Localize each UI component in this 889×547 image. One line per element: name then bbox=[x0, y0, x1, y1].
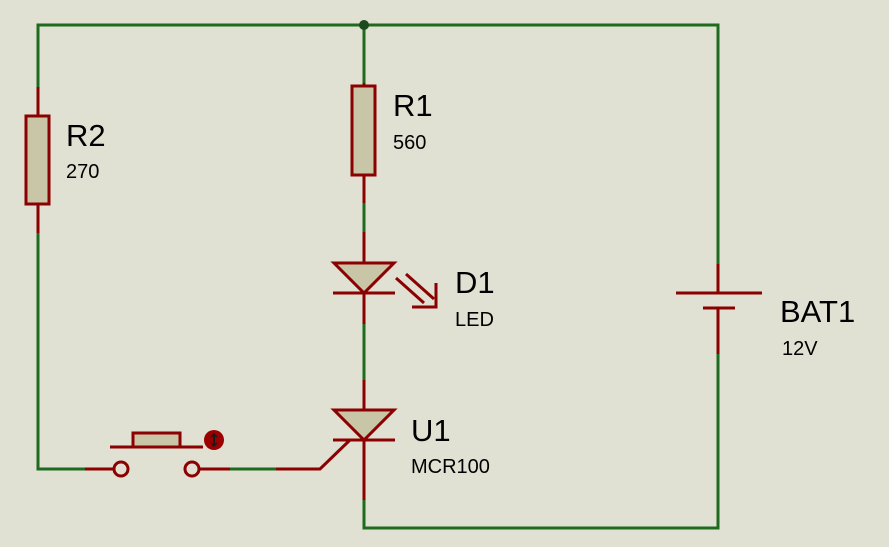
button-actuate-icon[interactable] bbox=[204, 430, 224, 450]
battery-bat1[interactable]: BAT1 12V bbox=[676, 264, 855, 360]
d1-ref-label: D1 bbox=[455, 265, 495, 300]
junction-dot bbox=[359, 20, 369, 30]
wire-r2-button bbox=[36, 231, 87, 471]
bat1-value-label: 12V bbox=[782, 338, 818, 360]
resistor-r1[interactable]: R1 560 bbox=[350, 83, 433, 203]
led-d1[interactable]: D1 LED bbox=[330, 232, 495, 331]
wires bbox=[36, 23, 720, 530]
r2-ref-label: R2 bbox=[66, 118, 106, 153]
push-button[interactable] bbox=[85, 430, 230, 478]
wire-bottom-rail bbox=[362, 352, 720, 530]
wire-top-rail bbox=[36, 23, 720, 266]
bat1-ref-label: BAT1 bbox=[780, 294, 855, 329]
r1-value-label: 560 bbox=[393, 132, 426, 154]
resistor-r2[interactable]: R2 270 bbox=[24, 87, 106, 233]
r1-ref-label: R1 bbox=[393, 88, 433, 123]
d1-value-label: LED bbox=[455, 309, 494, 331]
r2-value-label: 270 bbox=[66, 161, 99, 183]
thyristor-u1[interactable]: U1 MCR100 bbox=[276, 380, 490, 500]
u1-ref-label: U1 bbox=[411, 413, 451, 448]
light-emission-arrows bbox=[395, 272, 438, 309]
u1-value-label: MCR100 bbox=[411, 456, 490, 478]
